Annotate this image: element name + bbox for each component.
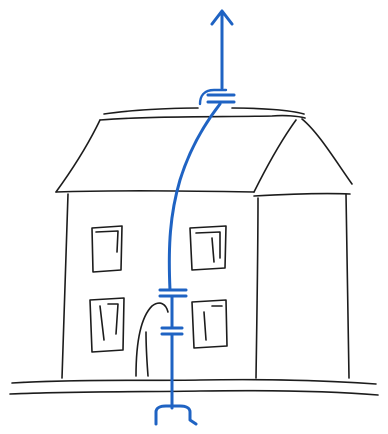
gable-base — [254, 194, 350, 196]
pipe-coupling-roof — [208, 95, 234, 102]
ground-line-upper — [12, 380, 376, 384]
window-upper-right-stroke — [212, 238, 214, 262]
front-wall-right — [256, 198, 258, 378]
door-inner — [146, 332, 148, 376]
roof-ridge-upper — [104, 108, 198, 114]
roof-eave — [56, 191, 254, 192]
soil-stack-pipe — [156, 11, 234, 424]
stack-main — [169, 104, 220, 290]
roof-left-slope — [56, 120, 100, 192]
roof-ridge-upper-right — [232, 108, 304, 114]
front-wall-left — [62, 194, 68, 378]
window-upper-left-sill — [96, 231, 118, 252]
house-sketch — [56, 108, 352, 378]
ground-line — [10, 380, 378, 395]
side-wall-right — [346, 194, 349, 378]
gable-left-edge — [254, 120, 296, 192]
window-lower-right — [192, 300, 227, 348]
sewer-connection — [156, 406, 196, 424]
gable-right-edge — [302, 119, 352, 184]
ground-line-lower — [10, 391, 378, 395]
window-lower-left-inner — [100, 306, 104, 340]
window-lower-right-inner — [204, 312, 206, 340]
roof-ridge — [100, 116, 305, 120]
door — [136, 303, 168, 376]
window-lower-left — [90, 298, 124, 352]
window-upper-right-inner — [196, 232, 220, 258]
window-lower-left-inner-2 — [108, 304, 118, 334]
